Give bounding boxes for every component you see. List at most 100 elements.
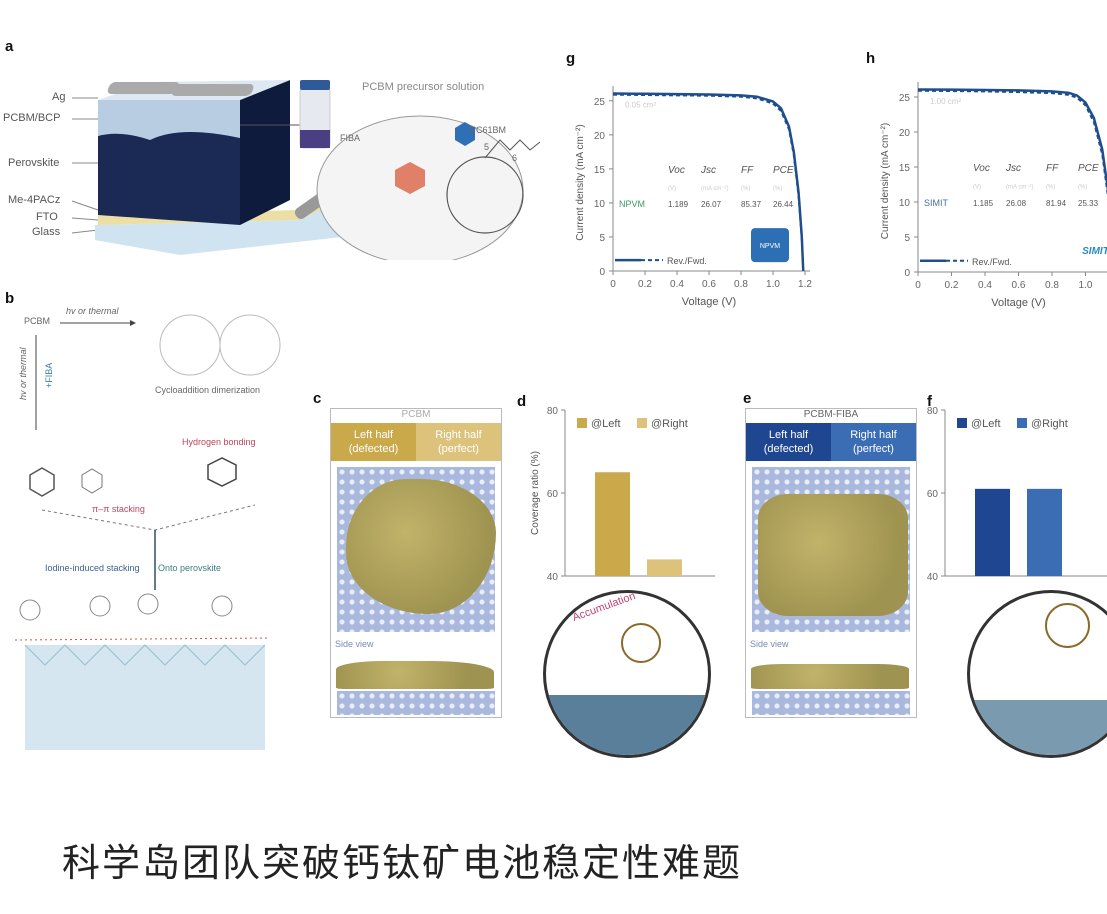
table-value: 85.37 — [741, 200, 762, 209]
table-value: 81.94 — [1046, 199, 1067, 208]
y-tick-label: 60 — [547, 489, 559, 500]
fiba-inset — [967, 590, 1107, 758]
pcbm-label: PC61BM — [470, 125, 507, 135]
carbon-5: 5 — [484, 142, 490, 152]
jv-curve-rev — [917, 88, 1107, 193]
table-header: PCE — [1078, 163, 1099, 174]
x-tick-label: 0 — [610, 279, 616, 290]
y-tick-label: 15 — [594, 165, 606, 176]
layer-fto: FTO — [36, 211, 58, 223]
table-value: 1.189 — [668, 200, 689, 209]
x-tick-label: 0.4 — [978, 280, 992, 291]
phenyl-ring — [455, 122, 475, 146]
lab-name: SIMIT — [924, 198, 949, 208]
panel-label: d — [517, 393, 526, 410]
lab-name: NPVM — [619, 199, 645, 209]
y-tick-label: 20 — [899, 128, 911, 139]
y-tick-label: 5 — [599, 233, 605, 244]
side-view-label: Side view — [335, 639, 374, 649]
jv-curve-fwd — [917, 89, 1107, 197]
table-value: 26.08 — [1006, 199, 1027, 208]
left-half-header: Left half (defected) — [746, 423, 831, 461]
fullerene — [446, 156, 524, 234]
y-tick-label: 60 — [927, 489, 939, 500]
bar-left — [975, 488, 1010, 576]
bar-right — [647, 559, 682, 576]
x-tick-label: 0 — [915, 280, 921, 291]
legend-swatch — [1017, 418, 1027, 428]
x-tick-label: 1.0 — [1079, 280, 1093, 291]
y-tick-label: 40 — [927, 572, 939, 583]
table-header: Jsc — [1005, 163, 1021, 174]
jv-curve-fwd — [612, 93, 805, 272]
panel-a-label: a — [5, 38, 14, 55]
x-tick-label: 0.6 — [702, 279, 716, 290]
y-tick-label: 80 — [927, 406, 939, 417]
x-tick-label: 1.0 — [766, 279, 780, 290]
layer-pcbm-bcp: PCBM/BCP — [3, 112, 61, 124]
hbond-text: Hydrogen bonding — [182, 437, 256, 447]
md-title: PCBM — [401, 409, 431, 420]
layer-ag: Ag — [52, 91, 66, 103]
y-tick-label: 10 — [594, 199, 606, 210]
carbon-6: 6 — [512, 153, 518, 163]
iodine-text: Iodine-induced stacking — [45, 563, 140, 573]
y-tick-label: 40 — [547, 572, 559, 583]
x-tick-label: 0.8 — [1045, 280, 1059, 291]
y-axis-title: Coverage ratio (%) — [530, 451, 541, 535]
layer-perovskite: Perovskite — [8, 157, 60, 169]
md-snapshot-pcbm-fiba: PCBM-FIBA Left half (defected)Right half… — [745, 408, 917, 718]
x-tick-label: 0.2 — [638, 279, 652, 290]
caption: 科学岛团队突破钙钛矿电池稳定性难题 — [62, 841, 743, 885]
table-header: FF — [741, 165, 754, 176]
x-tick-label: 0.8 — [734, 279, 748, 290]
table-unit: (%) — [1078, 185, 1087, 191]
y-tick-label: 10 — [899, 198, 911, 209]
arrow-label-top: hv or thermal — [66, 306, 119, 316]
legend-label: @Right — [1031, 418, 1068, 430]
solution-title: PCBM precursor solution — [362, 81, 485, 93]
y-tick-label: 25 — [899, 93, 911, 104]
table-header: Voc — [973, 163, 990, 174]
table-header: Jsc — [700, 165, 716, 176]
panel-label: g — [566, 50, 575, 67]
panel-c-label: c — [313, 390, 322, 407]
x-axis-title: Voltage (V) — [991, 297, 1045, 309]
table-value: 25.33 — [1078, 199, 1099, 208]
accumulation-label: Accumulation — [570, 590, 638, 624]
table-value: 26.44 — [773, 200, 794, 209]
pcbm-text: PCBM — [24, 316, 51, 326]
onto-text: Onto perovskite — [158, 563, 222, 573]
area-label: 0.05 cm² — [625, 101, 656, 110]
y-tick-label: 0 — [904, 268, 910, 279]
pistack-text: π–π stacking — [92, 504, 145, 514]
y-tick-label: 25 — [594, 97, 606, 108]
table-unit: (%) — [1046, 185, 1055, 191]
left-half-header: Left half (defected) — [331, 423, 416, 461]
simit-logo: SIMIT — [1082, 246, 1107, 257]
table-header: FF — [1046, 163, 1059, 174]
table-header: Voc — [668, 165, 685, 176]
legend-swatch — [637, 418, 647, 428]
table-unit: (V) — [668, 186, 676, 192]
x-axis-title: Voltage (V) — [682, 296, 736, 308]
legend-label: @Right — [651, 418, 688, 430]
logo-text: NPVM — [760, 243, 780, 250]
legend-label: Rev./Fwd. — [667, 256, 707, 266]
bar-right — [1027, 488, 1062, 576]
right-half-header: Right half (perfect) — [831, 423, 916, 461]
table-unit: (mA cm⁻²) — [1006, 185, 1034, 191]
y-axis-title: Current density (mA cm⁻²) — [880, 123, 891, 239]
table-unit: (%) — [773, 186, 782, 192]
table-value: 1.185 — [973, 199, 994, 208]
y-tick-label: 0 — [599, 267, 605, 278]
panel-label: h — [866, 50, 875, 67]
layer-me4pacz: Me-4PACz — [8, 194, 61, 206]
side-view-label: Side view — [750, 639, 789, 649]
y-tick-label: 80 — [547, 406, 559, 417]
y-axis-title: Current density (mA cm⁻²) — [575, 124, 586, 240]
fiba-label: FIBA — [340, 133, 361, 143]
